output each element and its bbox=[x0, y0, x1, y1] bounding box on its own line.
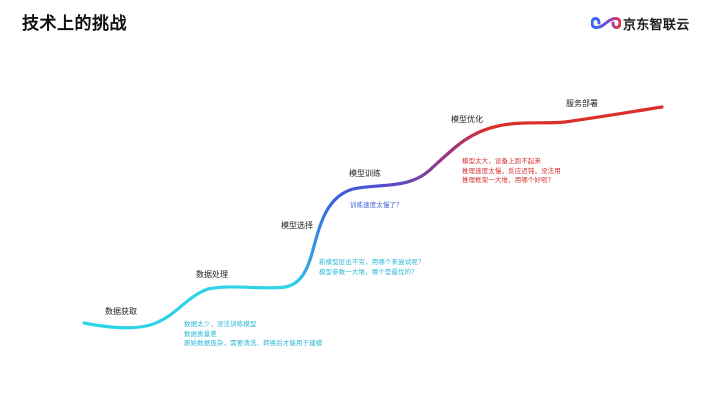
note-line: 新模型层出不穷，用哪个来尝试呢？ bbox=[319, 258, 425, 266]
note-line: 模型太大，设备上跑不起来 bbox=[462, 157, 542, 165]
note-line: 原始数据庞杂，需要清洗、转换后才能用于建模 bbox=[184, 339, 323, 348]
note-line: 数据太少，没法训练模型 bbox=[184, 320, 257, 328]
stage-label-model-training: 模型训练 bbox=[349, 169, 381, 178]
brand-name: 京东智联云 bbox=[623, 17, 690, 33]
note-optimization-challenges: 模型太大，设备上跑不起来 推理速度太慢，反应迟钝，没法用 推理框架一大堆，用哪个… bbox=[462, 157, 561, 186]
note-line: 推理速度太慢，反应迟钝，没法用 bbox=[462, 166, 561, 175]
note-training-challenges: 训练速度太慢了？ bbox=[350, 201, 403, 211]
stage-label-service-deployment: 服务部署 bbox=[566, 99, 598, 108]
note-line: 模型参数一大堆，哪个是最优的？ bbox=[319, 267, 418, 276]
page-title: 技术上的挑战 bbox=[22, 14, 127, 34]
stage-label-model-selection: 模型选择 bbox=[281, 221, 313, 230]
note-model-selection-challenges: 新模型层出不穷，用哪个来尝试呢？ 模型参数一大堆，哪个是最优的？ bbox=[319, 258, 424, 277]
note-data-challenges: 数据太少，没法训练模型 数据质量差 原始数据庞杂，需要清洗、转换后才能用于建模 bbox=[184, 320, 322, 349]
note-line: 数据质量差 bbox=[184, 329, 217, 338]
stage-label-data-processing: 数据处理 bbox=[196, 270, 228, 279]
jd-cloud-infinity-logo-icon bbox=[591, 17, 621, 29]
brand-logo: 京东智联云 bbox=[591, 12, 690, 34]
stage-label-data-acquisition: 数据获取 bbox=[105, 307, 137, 316]
note-line: 推理框架一大堆，用哪个好呢？ bbox=[462, 176, 555, 185]
stage-label-model-optimization: 模型优化 bbox=[451, 115, 483, 124]
note-line: 训练速度太慢了？ bbox=[350, 201, 403, 209]
